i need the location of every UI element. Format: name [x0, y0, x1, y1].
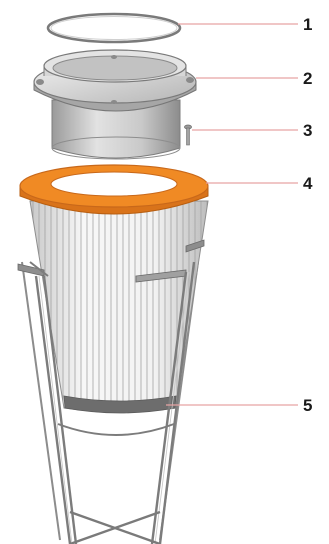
- callout-1: 1: [303, 15, 312, 34]
- callout-4: 4: [303, 174, 313, 193]
- callout-2: 2: [303, 69, 312, 88]
- callout-5: 5: [303, 396, 312, 415]
- ring-seal: [48, 14, 180, 42]
- callout-numbers: 1 2 3 4 5: [303, 15, 313, 415]
- screw: [185, 125, 192, 145]
- callout-3: 3: [303, 121, 312, 140]
- filter-lid: [34, 50, 196, 159]
